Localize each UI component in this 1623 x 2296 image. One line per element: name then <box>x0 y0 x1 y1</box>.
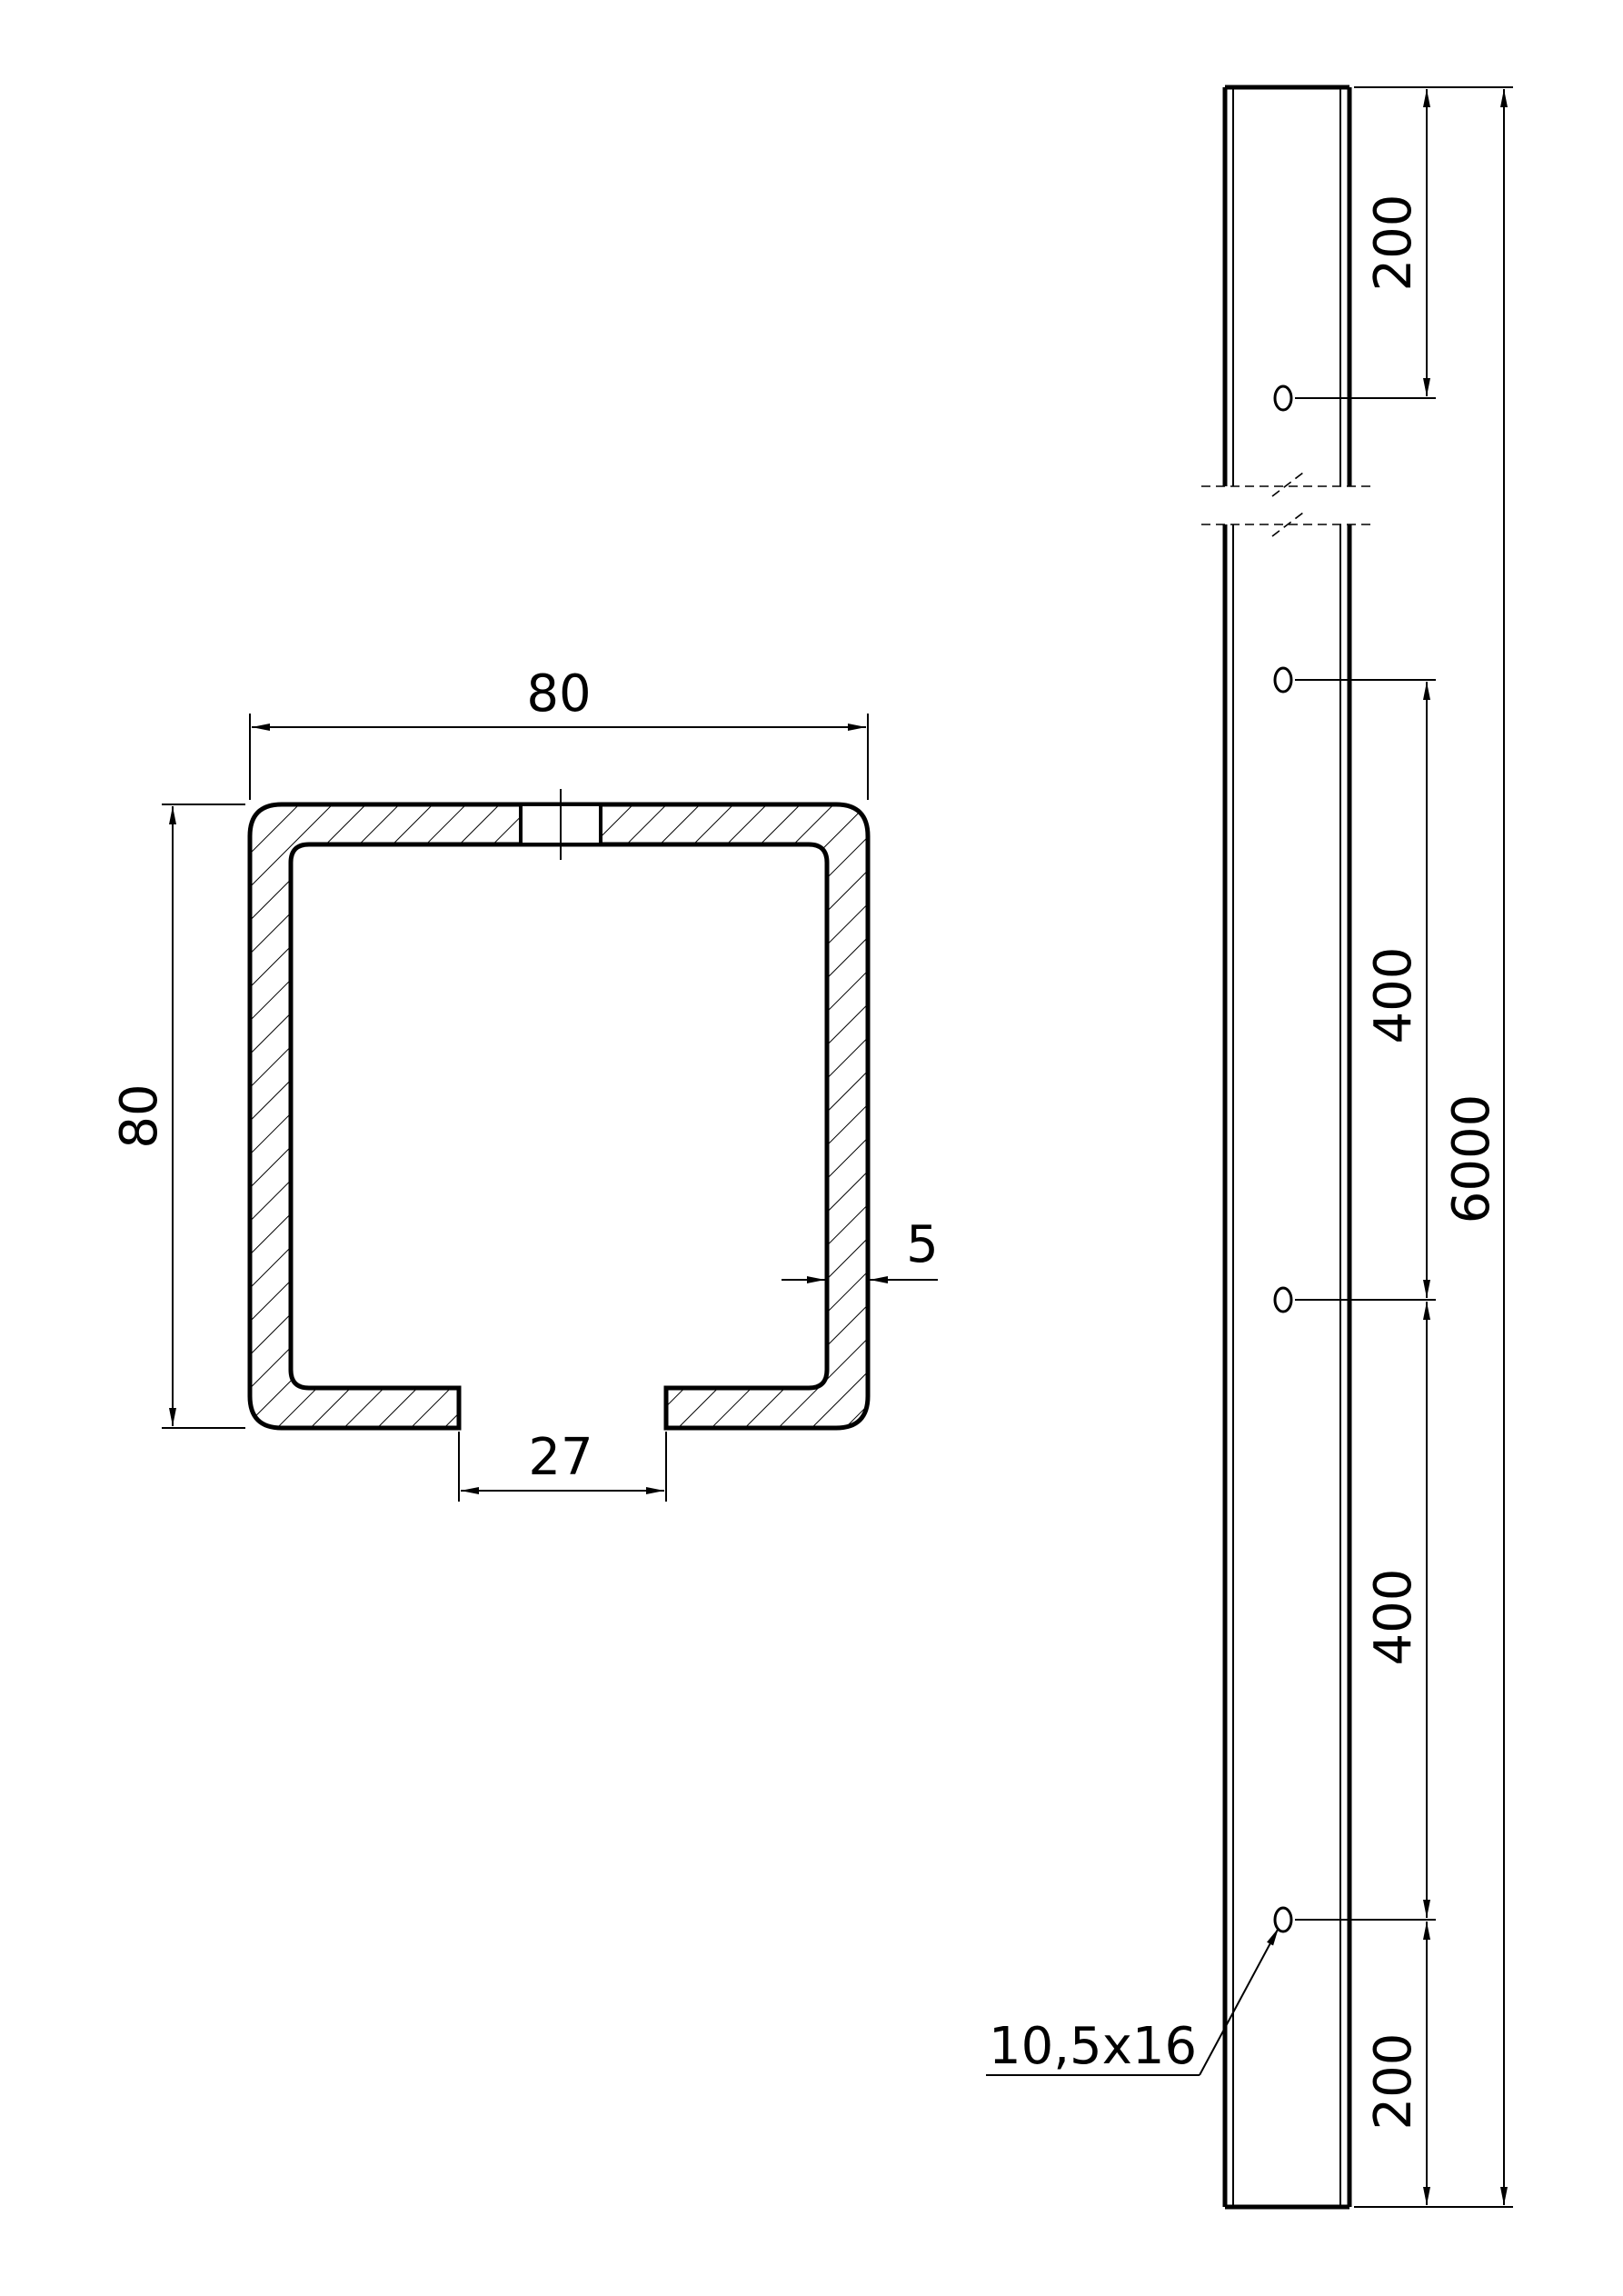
profile-view: 200 400 400 200 6000 10,5x16 <box>986 85 1513 2210</box>
thickness-dimension-label: 5 <box>906 1215 939 1274</box>
slot-hole <box>1273 1286 1293 1313</box>
mid-spacing-1-label: 400 <box>1364 947 1423 1044</box>
section-view: 80 80 5 27 <box>110 664 939 1502</box>
bottom-spacing-label: 200 <box>1364 2033 1423 2131</box>
profile-section-wall <box>247 802 871 1431</box>
hole-size-label: 10,5x16 <box>989 2017 1197 2076</box>
slot-hole <box>1273 384 1293 412</box>
total-length-label: 6000 <box>1442 1094 1501 1224</box>
mid-spacing-2-label: 400 <box>1364 1569 1423 1666</box>
slot-hole <box>1273 666 1293 694</box>
opening-dimension-label: 27 <box>528 1428 592 1487</box>
break-mark <box>1201 472 1374 537</box>
slot-hole <box>1273 1906 1293 1933</box>
top-spacing-label: 200 <box>1364 195 1423 292</box>
hole-leader-line <box>1199 1927 1279 2076</box>
width-dimension-label: 80 <box>526 664 591 724</box>
height-dimension-label: 80 <box>110 1083 169 1148</box>
